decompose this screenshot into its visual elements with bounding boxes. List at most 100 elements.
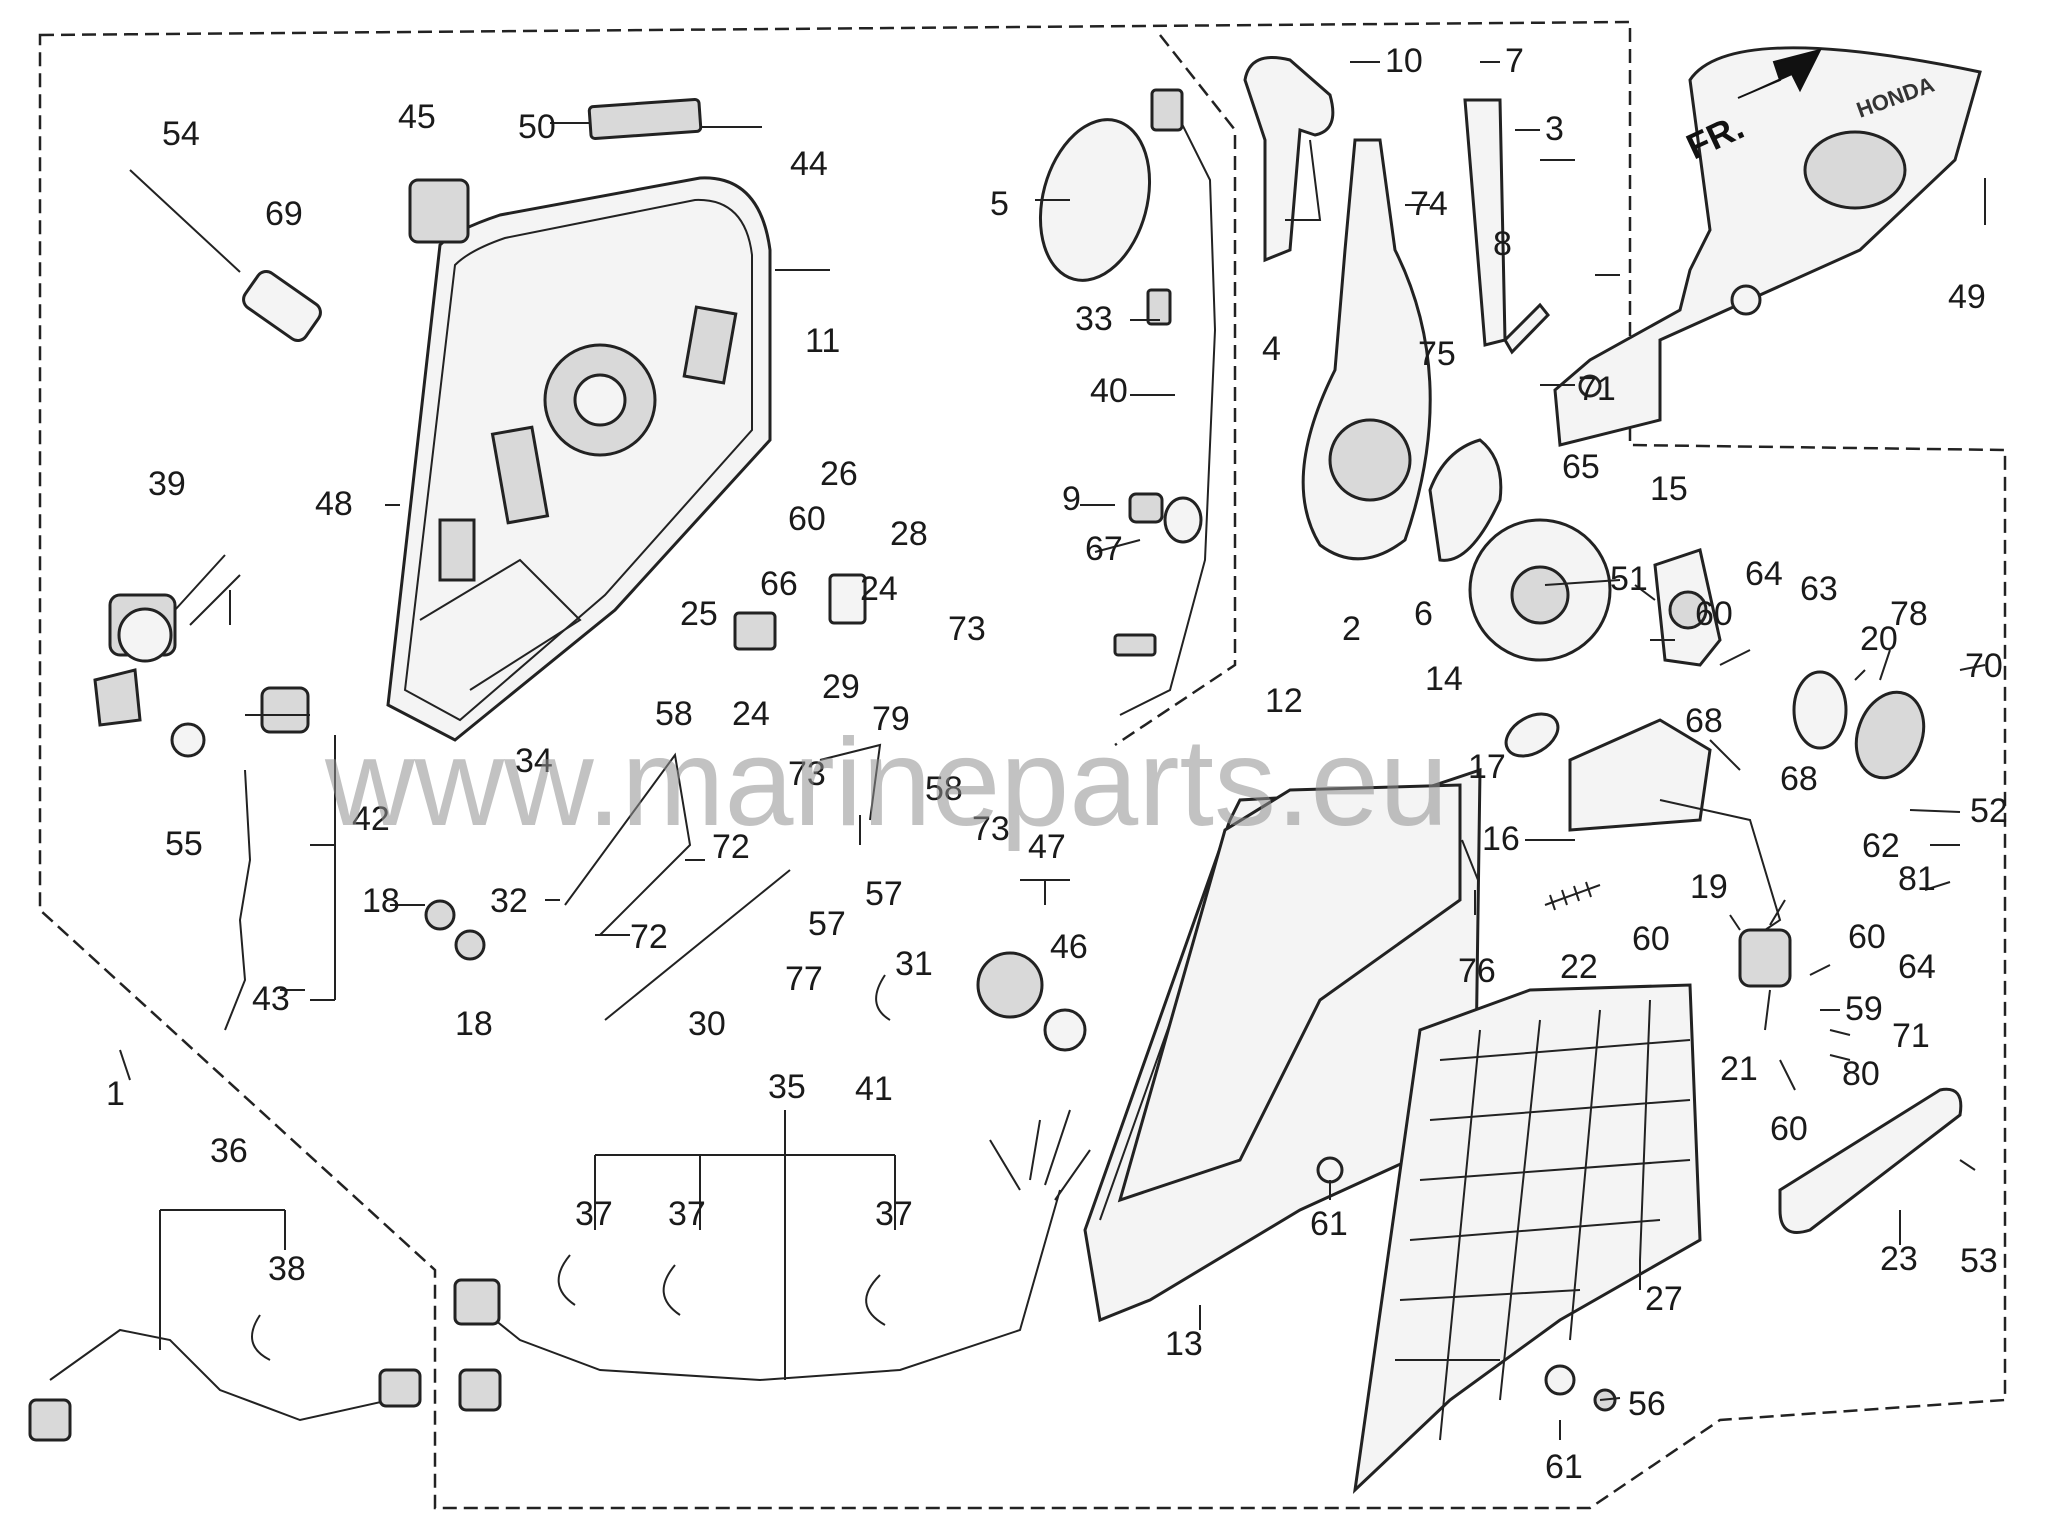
long-bolt-part	[129, 169, 241, 273]
callout-68a: 68	[1685, 702, 1723, 740]
callout-51: 51	[1610, 560, 1648, 598]
callout-8: 8	[1493, 225, 1512, 263]
callout-1: 1	[106, 1075, 125, 1113]
callout-50: 50	[518, 108, 556, 146]
callout-16: 16	[1482, 820, 1520, 858]
cable-connector-bottom-part	[1113, 633, 1157, 657]
lever-hub-part	[1328, 418, 1412, 502]
callout-15: 15	[1650, 470, 1688, 508]
callout-60c: 60	[1632, 920, 1670, 958]
cam-bracket-part	[733, 611, 777, 651]
callout-57b: 57	[865, 875, 903, 913]
harness-clamp-part	[557, 1254, 576, 1306]
callout-29: 29	[822, 668, 860, 706]
callout-2: 2	[1342, 610, 1361, 648]
callout-23: 23	[1880, 1240, 1918, 1278]
callout-58b: 58	[925, 770, 963, 808]
pin-part	[1503, 302, 1550, 355]
inner-cover-part	[1117, 783, 1462, 1203]
callout-14: 14	[1425, 660, 1463, 698]
callout-58a: 58	[655, 695, 693, 733]
harness-connector-right-part	[378, 1368, 422, 1408]
callout-21: 21	[1720, 1050, 1758, 1088]
callout-72a: 72	[712, 828, 750, 866]
callout-78: 78	[1890, 595, 1928, 633]
grommet-part	[1128, 492, 1164, 524]
callout-54: 54	[162, 115, 200, 153]
harness-clamp-part	[662, 1264, 681, 1316]
callout-73a: 73	[948, 610, 986, 648]
clip-part	[1146, 288, 1172, 326]
callout-5: 5	[990, 185, 1009, 223]
callout-79: 79	[872, 700, 910, 738]
callout-60b: 60	[1695, 595, 1733, 633]
harness-connector-left-part	[28, 1398, 72, 1442]
nut-part	[1544, 1364, 1576, 1396]
cam-spring-part	[828, 573, 867, 625]
callout-74: 74	[1410, 185, 1448, 223]
callout-32: 32	[490, 882, 528, 920]
callout-67: 67	[1085, 530, 1123, 568]
retainer-clip-part	[875, 974, 891, 1021]
cap-part	[1854, 690, 1926, 780]
callout-35: 35	[768, 1068, 806, 1106]
callout-19: 19	[1690, 868, 1728, 906]
callout-43: 43	[252, 980, 290, 1018]
callout-11: 11	[805, 322, 840, 360]
neutral-switch-part	[1738, 928, 1792, 988]
top-cover-piece-part	[587, 97, 703, 141]
callout-60a: 60	[788, 500, 826, 538]
callout-40: 40	[1090, 372, 1128, 410]
bushing-part	[1163, 496, 1203, 544]
callout-64b: 64	[1898, 948, 1936, 986]
friction-plate-part	[1428, 438, 1503, 562]
callout-68b: 68	[1780, 760, 1818, 798]
callout-61a: 61	[1310, 1205, 1348, 1243]
callout-10: 10	[1385, 42, 1423, 80]
callout-72b: 72	[630, 918, 668, 956]
callout-52: 52	[1970, 792, 2008, 830]
lever-seal-part	[1504, 712, 1560, 758]
callout-18b: 18	[455, 1005, 493, 1043]
harness-clamp-part	[865, 1274, 886, 1326]
callout-48: 48	[315, 485, 353, 523]
bushing-lower-part	[454, 929, 486, 961]
trim-switch-part	[408, 178, 470, 244]
shift-lever-part	[1659, 799, 1782, 931]
callout-62: 62	[1862, 827, 1900, 865]
neutral-switch-plate-hole-part	[1668, 590, 1708, 630]
callout-61b: 61	[1545, 1448, 1583, 1486]
callout-37a: 37	[575, 1195, 613, 1233]
nut-part	[1316, 1156, 1344, 1184]
bushing-upper-part	[424, 899, 456, 931]
callout-37c: 37	[875, 1195, 913, 1233]
callout-24b: 24	[732, 695, 770, 733]
switch-cable-part	[1119, 99, 1217, 716]
callout-49: 49	[1948, 278, 1986, 316]
callout-71b: 71	[1892, 1017, 1930, 1055]
seal-ring-part	[1038, 118, 1152, 282]
callout-34: 34	[515, 742, 553, 780]
callout-27: 27	[1645, 1280, 1683, 1318]
rear-cover-part: HONDA	[1553, 46, 1982, 447]
callout-75: 75	[1418, 335, 1456, 373]
callout-13: 13	[1165, 1325, 1203, 1363]
callout-47: 47	[1028, 828, 1066, 866]
callout-22: 22	[1560, 948, 1598, 986]
lanyard-clip-part	[260, 686, 310, 734]
callout-56: 56	[1628, 1385, 1666, 1423]
callout-59: 59	[1845, 990, 1883, 1028]
callout-63: 63	[1800, 570, 1838, 608]
callout-44: 44	[790, 145, 828, 183]
left-housing-part	[386, 176, 772, 742]
callout-45: 45	[398, 98, 436, 136]
ignition-switch-part	[93, 554, 241, 727]
callout-77: 77	[785, 960, 823, 998]
key-switch-cover-part	[1043, 1008, 1087, 1052]
callout-60e: 60	[1770, 1110, 1808, 1148]
callout-42: 42	[352, 800, 390, 838]
callout-55: 55	[165, 825, 203, 863]
callout-66: 66	[760, 565, 798, 603]
callout-57a: 57	[808, 905, 846, 943]
